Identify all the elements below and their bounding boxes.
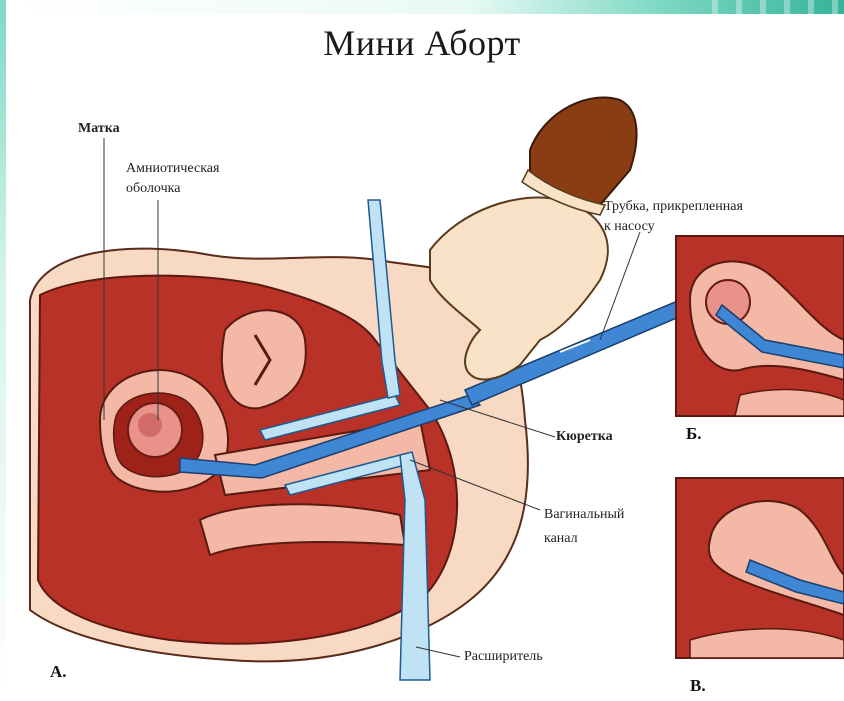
label-uterus: Матка <box>78 120 120 137</box>
panel-label-b: Б. <box>686 424 702 444</box>
label-tube-line2: к насосу <box>604 218 655 235</box>
panel-label-a: А. <box>50 662 67 682</box>
label-amniotic-line2: оболочка <box>126 180 180 197</box>
panel-label-v: В. <box>690 676 706 696</box>
label-vaginal-line2: канал <box>544 530 578 547</box>
label-curette: Кюретка <box>556 428 613 445</box>
label-amniotic-line1: Амниотическая <box>126 160 219 177</box>
label-dilator: Расширитель <box>464 648 543 665</box>
inset-panel-v <box>676 478 844 658</box>
label-vaginal-line1: Вагинальный <box>544 506 624 523</box>
inset-panel-b <box>676 236 844 416</box>
label-tube-line1: Трубка, прикрепленная <box>604 198 743 215</box>
